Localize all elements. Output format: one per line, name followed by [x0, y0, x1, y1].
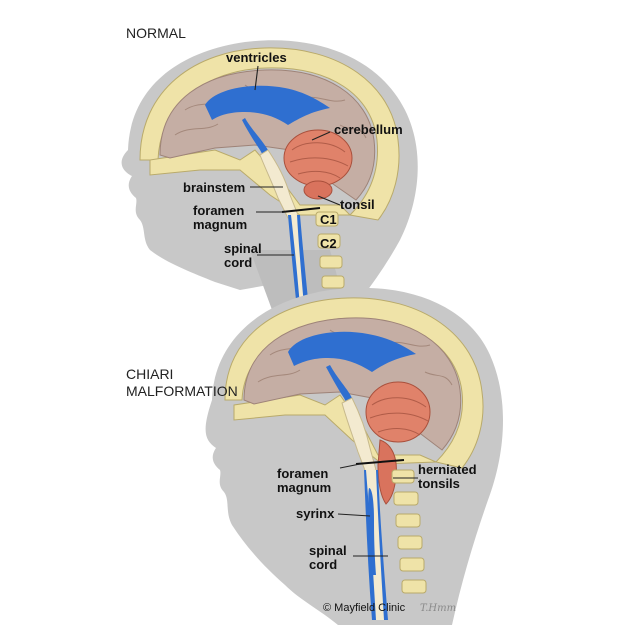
label-c2: C2: [320, 236, 337, 251]
label-syrinx: syrinx: [296, 506, 335, 521]
label-spinal-chiari-1: spinal: [309, 543, 347, 558]
normal-cerebellum: [283, 129, 353, 187]
label-foramen-chiari-1: foramen: [277, 466, 328, 481]
normal-tonsil: [303, 180, 333, 200]
label-c1: C1: [320, 212, 337, 227]
normal-skull: [139, 47, 400, 221]
label-herniated-2: tonsils: [418, 476, 460, 491]
normal-head-illustration: [121, 40, 418, 323]
label-foramen-normal-1: foramen: [193, 203, 244, 218]
label-spinal-normal-2: cord: [224, 255, 252, 270]
chiari-ventricles: [288, 331, 416, 372]
chiari-cerebellum: [365, 381, 431, 443]
chiari-skull-base: [233, 394, 437, 465]
title-chiari-2: MALFORMATION: [126, 383, 238, 399]
label-herniated-1: herniated: [418, 462, 477, 477]
chiari-syrinx: [368, 488, 376, 575]
chiari-foramen-line: [355, 459, 405, 465]
label-spinal-normal-1: spinal: [224, 241, 262, 256]
normal-skull-base: [149, 149, 352, 216]
label-brainstem: brainstem: [183, 180, 245, 195]
title-normal: NORMAL: [126, 25, 186, 41]
title-chiari-1: CHIARI: [126, 366, 173, 382]
normal-ventricles: [205, 85, 330, 125]
credit-text: © Mayfield Clinic: [323, 602, 406, 614]
label-cerebellum: cerebellum: [334, 122, 403, 137]
label-tonsil: tonsil: [340, 197, 375, 212]
label-foramen-chiari-2: magnum: [277, 480, 331, 495]
normal-vertebrae: [315, 211, 345, 289]
chiari-herniated-tonsils: [377, 439, 397, 505]
normal-spinal-cord: [291, 215, 305, 318]
label-foramen-normal-2: magnum: [193, 217, 247, 232]
normal-brainstem: [259, 149, 299, 219]
normal-leader-lines: [250, 65, 341, 256]
chiari-head-illustration: [205, 287, 503, 625]
label-ventricles: ventricles: [226, 50, 287, 65]
artist-signature: T.Hmm: [420, 603, 456, 614]
chiari-vertebrae: [391, 469, 427, 594]
normal-foramen-line: [281, 207, 321, 213]
chiari-leader-lines: [337, 463, 418, 557]
label-spinal-chiari-2: cord: [309, 557, 337, 572]
